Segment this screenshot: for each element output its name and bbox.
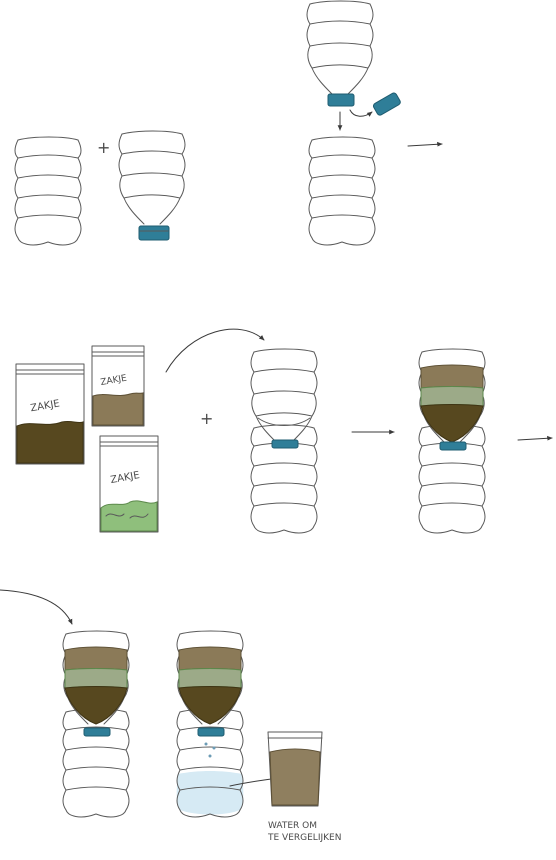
bottle-neck-ring (327, 93, 355, 107)
bag-label: ZAKJE (110, 470, 141, 486)
cap-arrow (349, 109, 373, 117)
cap-removed-icon (372, 92, 401, 116)
next-arrow-1 (407, 141, 443, 147)
step3-filter-water (176, 630, 244, 818)
bag-label: ZAKJE (30, 398, 61, 414)
step1-bottle-result (308, 136, 376, 246)
next-arrow-3 (517, 435, 553, 441)
step1-bottle-inverted (306, 0, 374, 107)
step2-filter-filled (418, 348, 486, 534)
curve-arrow-1 (165, 328, 265, 373)
curve-arrow-2 (0, 589, 73, 625)
bag-soil-small: ZAKJE (91, 345, 145, 427)
bag-leaves: ZAKJE (99, 435, 159, 533)
step1-bottle-neck (118, 130, 186, 241)
compare-label-line1: WATER OM (268, 821, 317, 831)
water-drop (212, 746, 216, 750)
bottle-cap (138, 225, 170, 241)
compare-cup (267, 731, 323, 807)
bag-label: ZAKJE (100, 374, 128, 389)
step3-filter-filled (62, 630, 130, 818)
step2-filter-empty (250, 348, 318, 534)
plus-icon: + (200, 409, 213, 428)
step1-bottle-whole (14, 136, 82, 246)
compare-label-line2: TE VERGELIJKEN (267, 833, 341, 843)
water-drop (208, 754, 212, 758)
bag-soil-large: ZAKJE (15, 363, 85, 465)
plus-icon: + (97, 138, 110, 157)
water-drop (204, 742, 208, 746)
